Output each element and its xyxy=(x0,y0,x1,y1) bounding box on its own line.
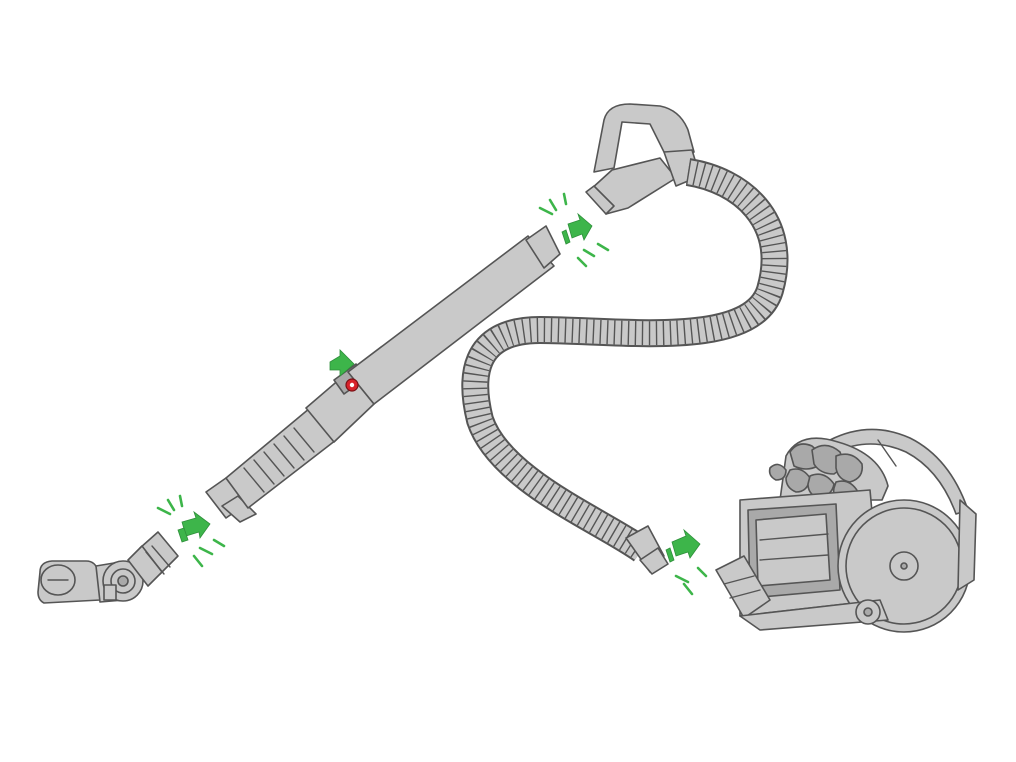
connect-arrow-icon xyxy=(665,528,708,596)
handle-icon xyxy=(585,103,701,215)
release-catch-icon xyxy=(345,378,359,392)
connect-arrow-icon xyxy=(329,349,355,377)
connect-arrow-icon xyxy=(156,494,226,568)
floor-tool-icon xyxy=(37,531,179,604)
wand-icon xyxy=(205,225,561,523)
hose-icon xyxy=(461,158,789,575)
canister-body-icon xyxy=(715,428,977,633)
connect-arrow-icon xyxy=(538,192,610,268)
